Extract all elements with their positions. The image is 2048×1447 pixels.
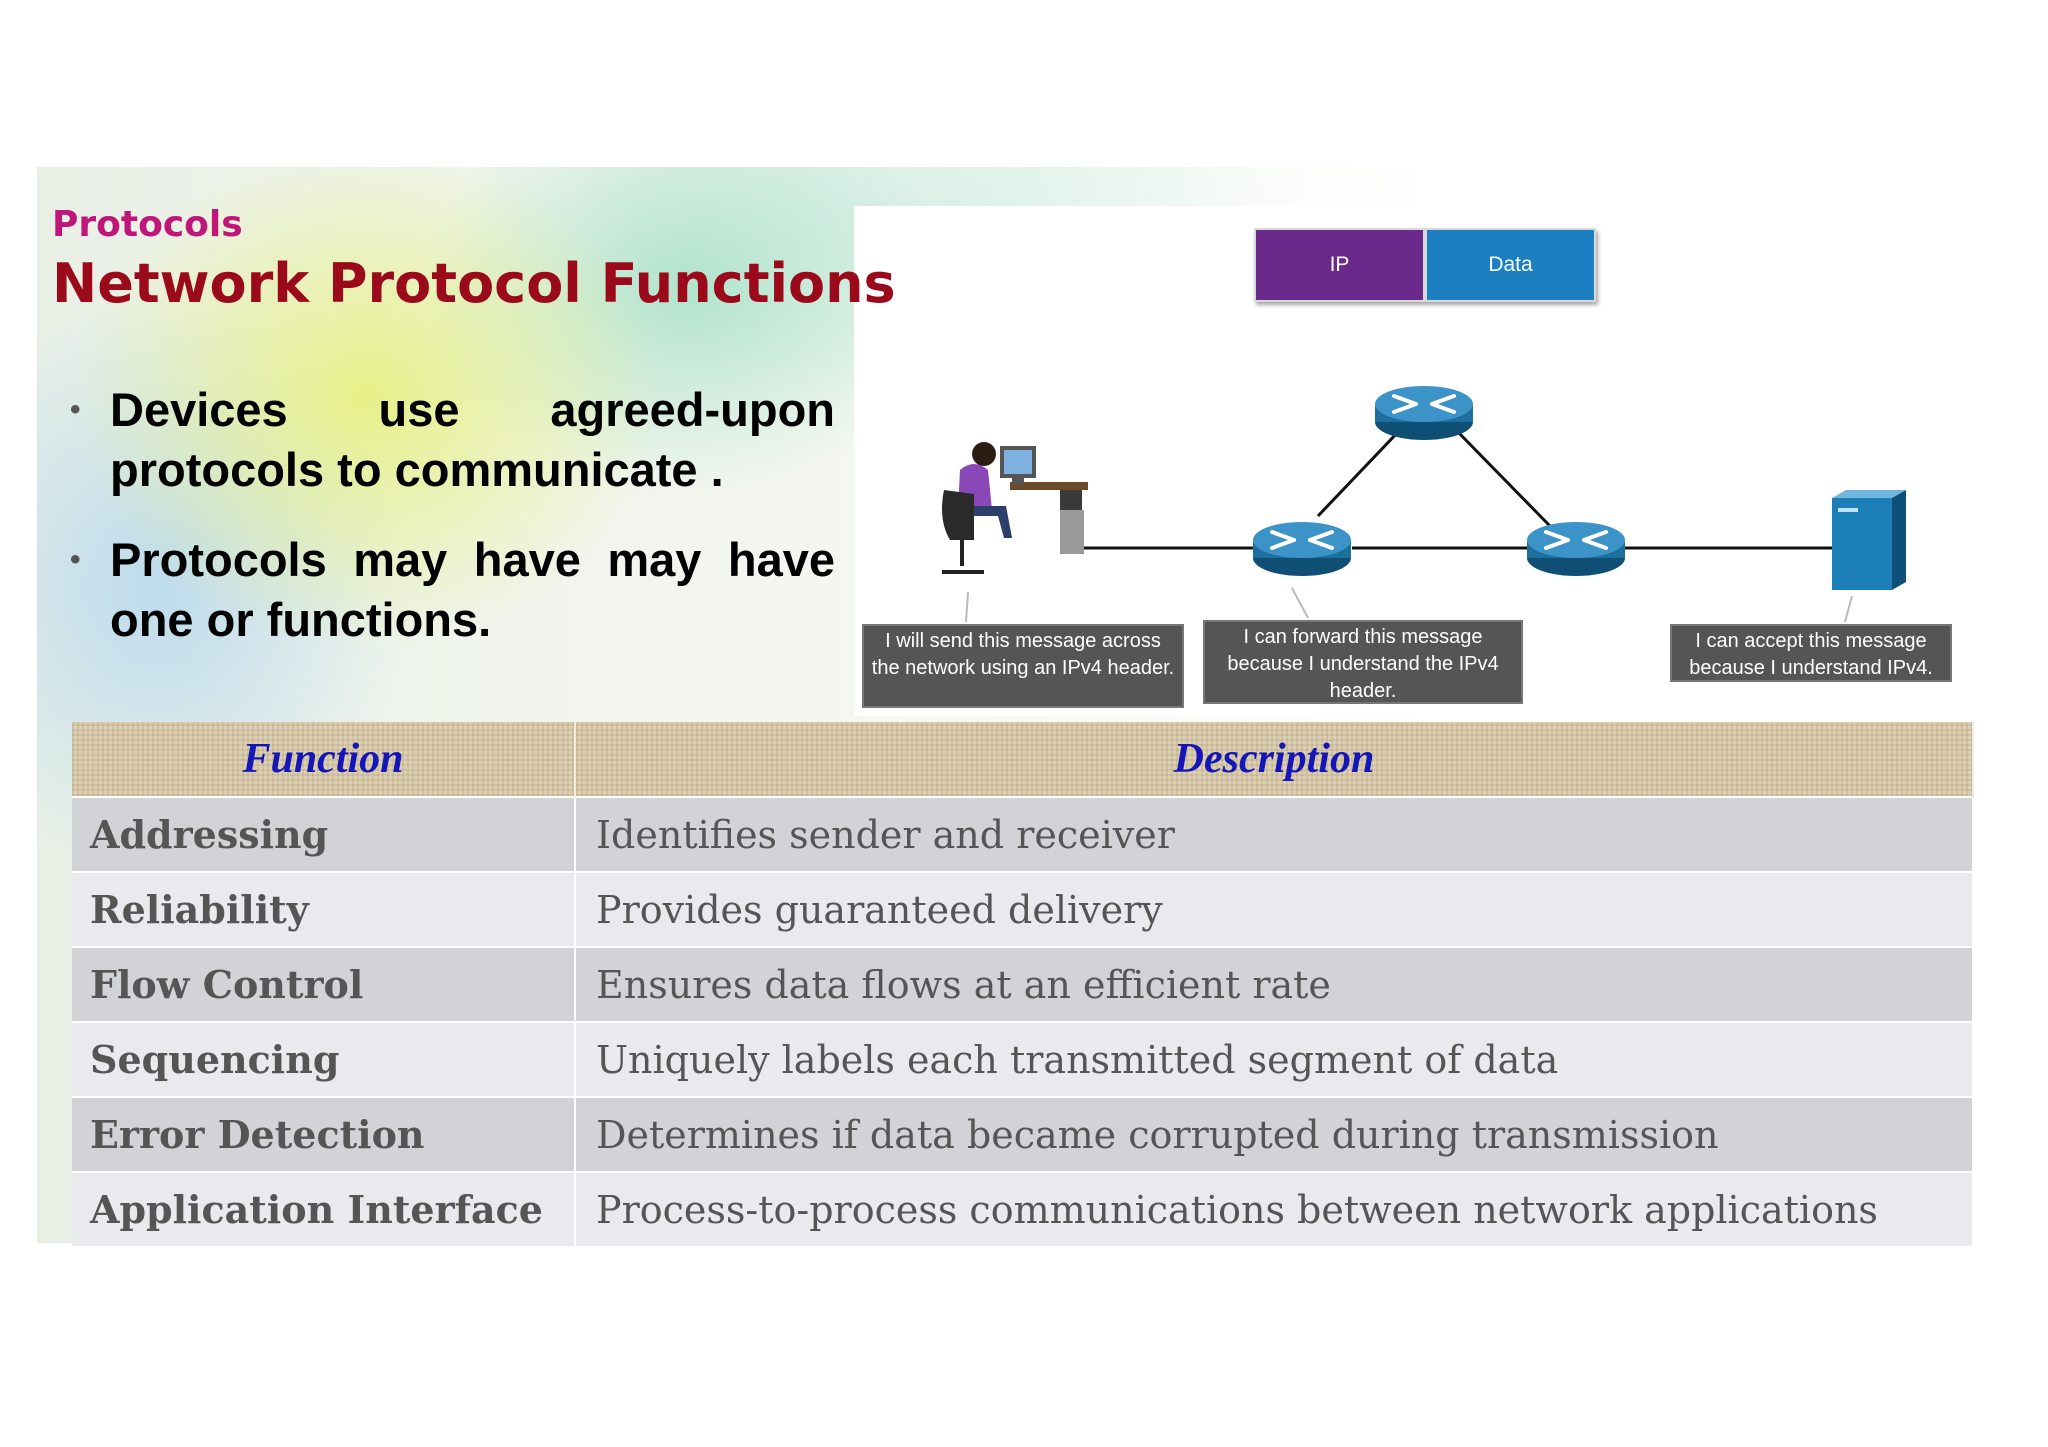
bullet-item: • Protocols may have may have one or fun… bbox=[70, 530, 835, 650]
protocol-functions-table: Function Description Addressing Identifi… bbox=[72, 722, 1974, 1246]
table-row: Addressing Identifies sender and receive… bbox=[72, 796, 1974, 872]
function-cell: Sequencing bbox=[72, 1021, 576, 1097]
table-row: Error Detection Determines if data becam… bbox=[72, 1096, 1974, 1172]
description-cell: Provides guaranteed delivery bbox=[575, 871, 1974, 947]
description-cell: Determines if data became corrupted duri… bbox=[575, 1096, 1974, 1172]
table-header-row: Function Description bbox=[72, 722, 1974, 797]
table-row: Sequencing Uniquely labels each transmit… bbox=[72, 1021, 1974, 1097]
bullet-list: • Devices use agreed-upon protocols to c… bbox=[70, 380, 835, 680]
function-cell: Reliability bbox=[72, 871, 576, 947]
table-row: Flow Control Ensures data flows at an ef… bbox=[72, 946, 1974, 1022]
bullet-dot-icon: • bbox=[70, 543, 81, 576]
description-cell: Identifies sender and receiver bbox=[575, 796, 1974, 872]
receiver-callout: I can accept this message because I unde… bbox=[1670, 624, 1952, 682]
function-cell: Addressing bbox=[72, 796, 576, 872]
description-column-header: Description bbox=[575, 722, 1974, 797]
function-cell: Application Interface bbox=[72, 1171, 576, 1246]
slide-subtitle: Protocols bbox=[52, 204, 243, 245]
function-column-header: Function bbox=[72, 722, 576, 797]
description-cell: Process-to-process communications betwee… bbox=[575, 1171, 1974, 1246]
ip-packet-header: IP Data bbox=[1254, 228, 1596, 302]
bullet-item: • Devices use agreed-upon protocols to c… bbox=[70, 380, 835, 500]
table-row: Application Interface Process-to-process… bbox=[72, 1171, 1974, 1246]
pdu-ip-segment: IP bbox=[1254, 228, 1425, 302]
function-cell: Error Detection bbox=[72, 1096, 576, 1172]
table-row: Reliability Provides guaranteed delivery bbox=[72, 871, 1974, 947]
pdu-data-segment: Data bbox=[1425, 228, 1596, 302]
sender-callout: I will send this message across the netw… bbox=[862, 624, 1184, 708]
bullet-text: Protocols may have may have one or funct… bbox=[110, 533, 835, 646]
bullet-dot-icon: • bbox=[70, 393, 81, 426]
slide-title: Network Protocol Functions bbox=[52, 252, 896, 315]
bullet-text: Devices use agreed-upon protocols to com… bbox=[110, 383, 835, 496]
description-cell: Ensures data flows at an efficient rate bbox=[575, 946, 1974, 1022]
description-cell: Uniquely labels each transmitted segment… bbox=[575, 1021, 1974, 1097]
function-cell: Flow Control bbox=[72, 946, 576, 1022]
router-callout: I can forward this message because I und… bbox=[1203, 620, 1523, 704]
